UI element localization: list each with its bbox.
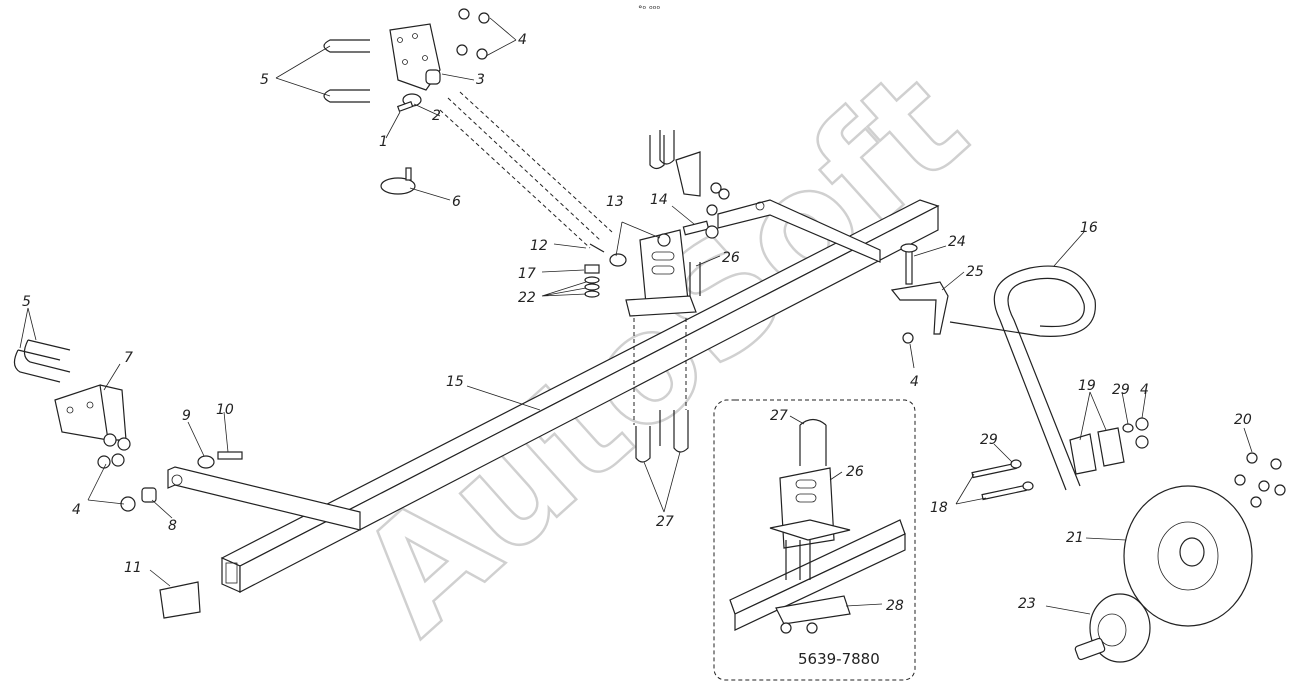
rod-dashed: [439, 91, 613, 249]
callout-3: 3: [476, 72, 485, 88]
u-bolt-top: [323, 39, 370, 103]
callout-13: 13: [606, 194, 624, 210]
detail-inset: [713, 399, 916, 681]
header-mark: °ᵒ ᵒᵒᵒ: [638, 5, 661, 15]
washer-29c: [1122, 423, 1134, 433]
left-bracket: [13, 339, 127, 441]
callout-5: 5: [260, 72, 269, 88]
spring-tine: [949, 265, 1096, 491]
callout-25: 25: [966, 264, 984, 280]
callout-9: 9: [182, 408, 191, 424]
callout-27: 27: [656, 514, 674, 530]
callout-8: 8: [168, 518, 177, 534]
nuts-20: [1234, 452, 1286, 508]
clamp-screw: [405, 167, 412, 181]
nuts-top: [456, 8, 490, 60]
upper-arm: [717, 199, 881, 263]
callout-7: 7: [124, 350, 133, 366]
pin-end: [705, 225, 719, 239]
washer-29b: [1022, 481, 1034, 491]
nut-4b: [1135, 417, 1149, 431]
callout-14: 14: [650, 192, 668, 208]
callout-29: 29: [1112, 382, 1130, 398]
hub-23: [1074, 593, 1151, 663]
washer-29: [1010, 459, 1022, 469]
callout-16: 16: [1080, 220, 1098, 236]
callout-26: 26: [722, 250, 740, 266]
callout-15: 15: [446, 374, 464, 390]
clamp: [380, 177, 416, 195]
callout-2: 2: [432, 108, 441, 124]
callout-4d: 4: [1140, 382, 1149, 398]
bolt-24: [905, 249, 913, 285]
callout-17: 17: [518, 266, 536, 282]
cross-arm: [167, 466, 361, 531]
main-beam: [220, 199, 940, 593]
leader-lines: [19, 17, 1253, 615]
bolt-10: [217, 451, 243, 460]
callout-4: 4: [518, 32, 527, 48]
callout-labels: 1 2 3 4 5 6 12 13 14 17 22 26 24 25 16 4…: [22, 32, 1252, 668]
mounting-plate: [389, 23, 441, 91]
bolts-18: [971, 462, 1027, 501]
callout-22: 22: [518, 290, 536, 306]
u-bolts-27: [635, 410, 689, 463]
bolt-head: [900, 243, 918, 253]
callout-5b: 5: [22, 294, 31, 310]
callout-19: 19: [1078, 378, 1096, 394]
pin: [396, 100, 414, 112]
washer-9: [197, 455, 215, 469]
nuts-left: [97, 433, 131, 469]
callout-24: 24: [948, 234, 966, 250]
disc-21: [1123, 485, 1253, 627]
nut-4-right: [902, 332, 914, 344]
upper-bracket: [649, 130, 730, 216]
callout-11: 11: [124, 560, 142, 576]
cotter-pin: [589, 243, 605, 253]
callout-21: 21: [1066, 530, 1084, 546]
callout-29b: 29: [980, 432, 998, 448]
bushing: [657, 233, 671, 247]
inset-callout-26: 26: [846, 464, 864, 480]
washers-22: [584, 264, 600, 298]
clamp-19: [1069, 427, 1125, 475]
bracket-26: [625, 229, 701, 317]
callout-20: 20: [1234, 412, 1252, 428]
drawing-code: 5639-7880: [798, 650, 880, 668]
callout-12: 12: [530, 238, 548, 254]
bracket-25: [890, 281, 949, 335]
callout-6: 6: [452, 194, 461, 210]
washer-13: [609, 253, 627, 267]
callout-4c: 4: [72, 502, 81, 518]
callout-18: 18: [930, 500, 948, 516]
callout-4b: 4: [910, 374, 919, 390]
end-cap: [159, 581, 201, 619]
callout-23: 23: [1018, 596, 1036, 612]
inset-callout-28: 28: [886, 598, 904, 614]
inset-callout-27: 27: [770, 408, 788, 424]
callout-10: 10: [216, 402, 234, 418]
bushing-8: [141, 487, 157, 503]
callout-1: 1: [379, 134, 388, 150]
nut-4c: [1135, 435, 1149, 449]
axle-pin: [682, 220, 710, 236]
